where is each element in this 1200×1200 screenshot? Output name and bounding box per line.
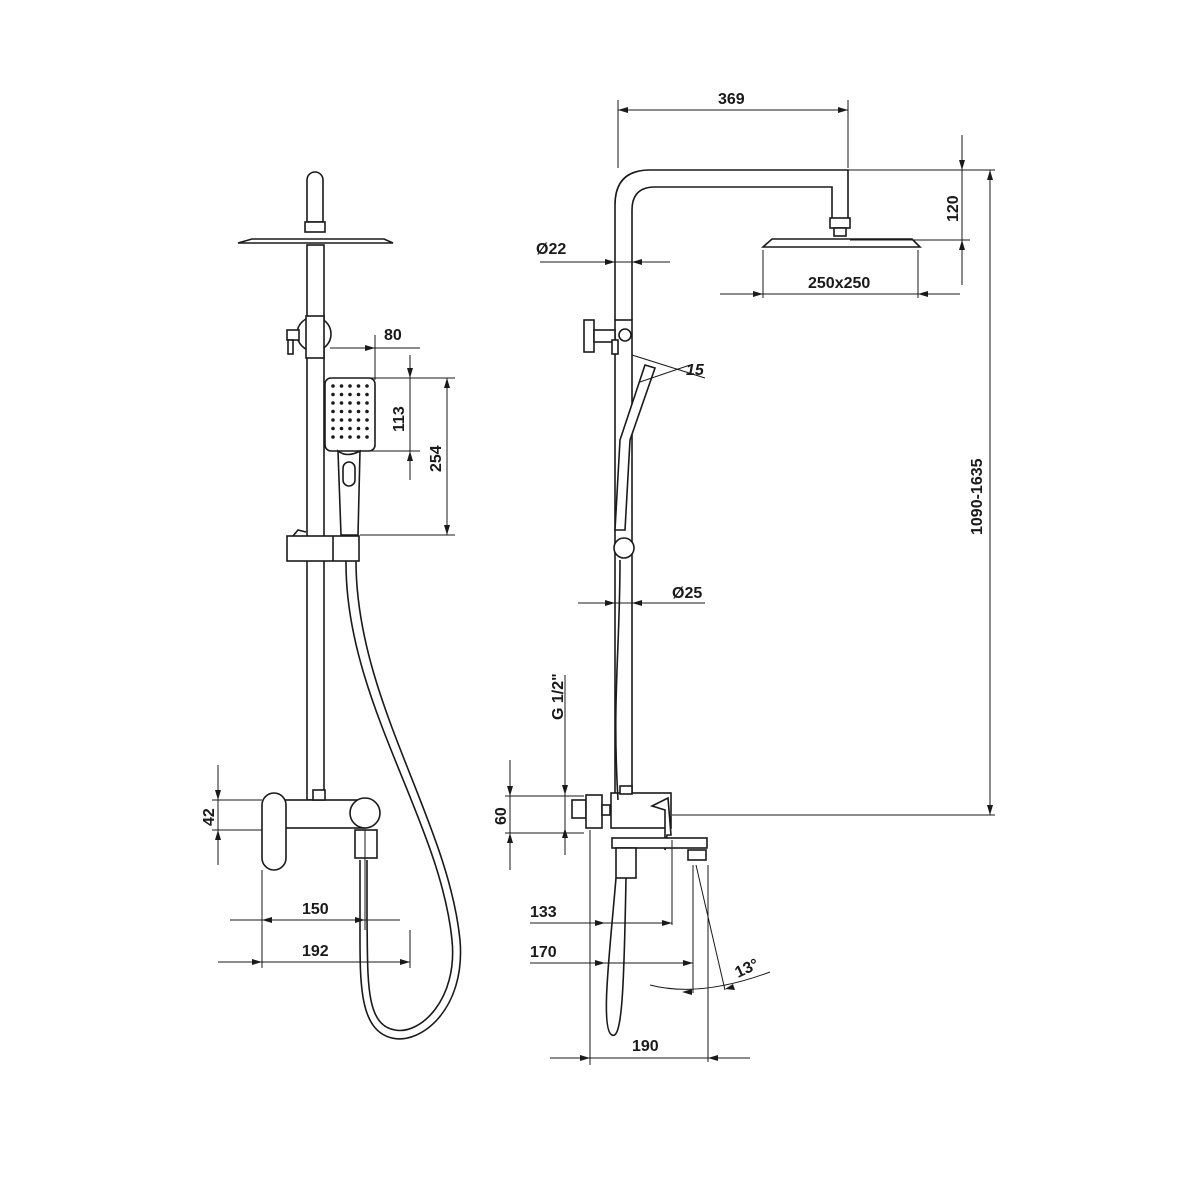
spray-nozzle xyxy=(365,409,369,414)
dim-120-label: 120 xyxy=(945,195,962,222)
spray-nozzle xyxy=(348,384,352,388)
rain-shower-head-side xyxy=(760,238,922,248)
slider-bracket xyxy=(286,529,360,562)
spray-nozzle xyxy=(365,401,369,405)
dim-113-label: 113 xyxy=(391,406,408,432)
dim-254-label: 254 xyxy=(428,445,445,472)
spray-nozzle xyxy=(331,435,335,439)
spray-nozzle xyxy=(365,418,369,422)
dim-250x250-label: 250x250 xyxy=(808,275,870,292)
diverter-side xyxy=(583,319,632,355)
mixer-side xyxy=(571,559,708,1037)
hose xyxy=(345,560,462,1040)
spray-nozzle xyxy=(339,435,344,439)
spray-nozzle xyxy=(331,392,335,397)
spray-nozzle xyxy=(331,426,335,431)
side-dimensions: 369 120 Ø22 250x250 15 1090-1635 Ø25 xyxy=(493,91,995,1065)
dim-42-label: 42 xyxy=(201,808,218,826)
dim-133-label: 133 xyxy=(530,904,557,921)
front-dimensions: 80 113 254 42 150 192 xyxy=(201,327,455,968)
front-view: 80 113 254 42 150 192 xyxy=(201,171,462,1040)
dim-thread-label: G 1/2" xyxy=(550,673,567,720)
spray-nozzle xyxy=(348,409,352,414)
dim-d22-label: Ø22 xyxy=(536,241,566,258)
spray-nozzle xyxy=(348,435,352,439)
side-view: 369 120 Ø22 250x250 15 1090-1635 Ø25 xyxy=(493,91,995,1065)
dim-60-label: 60 xyxy=(493,807,510,825)
spray-nozzle xyxy=(365,392,369,397)
dim-190-label: 190 xyxy=(632,1038,659,1055)
spray-nozzles xyxy=(331,384,369,439)
spray-nozzle xyxy=(365,435,369,439)
hand-shower xyxy=(324,377,376,536)
dim-height-label: 1090-1635 xyxy=(969,458,986,535)
shower-pole-side xyxy=(614,319,633,801)
dim-192-label: 192 xyxy=(302,943,329,960)
spray-nozzle xyxy=(339,426,344,431)
hand-shower-side xyxy=(613,364,657,559)
dim-80-label: 80 xyxy=(384,327,402,344)
spray-nozzle xyxy=(339,418,344,422)
diverter-valve xyxy=(286,315,332,359)
spray-nozzle xyxy=(356,418,361,422)
dim-d25-label: Ø25 xyxy=(672,585,702,602)
dim-15-label: 15 xyxy=(686,362,705,379)
spray-nozzle xyxy=(348,418,352,422)
dim-13deg-label: 13° xyxy=(733,956,762,982)
spray-nozzle xyxy=(365,384,369,388)
spray-nozzle xyxy=(365,426,369,431)
dim-369-label: 369 xyxy=(718,91,745,108)
spray-nozzle xyxy=(348,401,352,405)
spray-nozzle xyxy=(356,392,361,397)
spray-nozzle xyxy=(356,426,361,431)
spray-nozzle xyxy=(339,392,344,397)
spray-nozzle xyxy=(331,418,335,422)
spray-nozzle xyxy=(356,409,361,414)
spray-nozzle xyxy=(331,401,335,405)
overhead-arm xyxy=(614,169,851,320)
spray-nozzle xyxy=(348,392,352,397)
mixer-body xyxy=(261,789,381,871)
spray-nozzle xyxy=(356,435,361,439)
spray-nozzle xyxy=(356,401,361,405)
spray-nozzle xyxy=(339,384,344,388)
dim-170-label: 170 xyxy=(530,944,557,961)
dim-150-label: 150 xyxy=(302,901,329,918)
spray-nozzle xyxy=(331,384,335,388)
rain-shower-head xyxy=(237,238,394,244)
spray-nozzle xyxy=(348,426,352,431)
spray-nozzle xyxy=(356,384,361,388)
overhead-arm-stub xyxy=(304,171,326,233)
spray-nozzle xyxy=(339,401,344,405)
spray-nozzle xyxy=(331,409,335,414)
spray-nozzle xyxy=(339,409,344,414)
